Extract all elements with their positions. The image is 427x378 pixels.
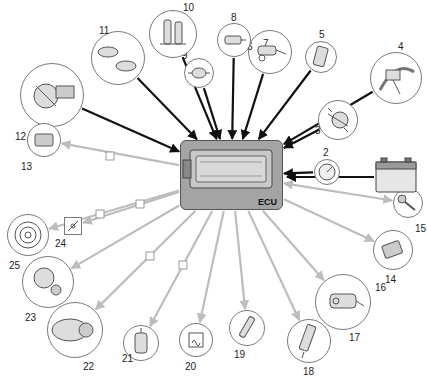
sensor-drawing [380,69,414,94]
output-arrow [62,143,179,165]
input-arrow [138,78,197,139]
part-circle: 4 [370,52,422,104]
unit-label: ECU [258,197,277,207]
part-circle: 3 [318,100,358,140]
ecu-box: ECU [180,140,283,210]
output-arrow [150,211,212,326]
callout-number: 5 [319,29,325,40]
relay-drawing [189,333,203,347]
callout-number: 24 [55,238,66,249]
part-circle: 20 [179,323,213,357]
callout-number: 13 [21,161,32,172]
output-arrow [263,211,324,280]
part-square: 24 [64,217,82,235]
part-circle: 25 [7,214,49,256]
sensor-drawing [188,68,210,78]
callout-number: 15 [415,223,426,234]
callout-number: 8 [231,12,237,23]
part-circle: 2 [314,159,340,185]
battery-drawing [376,158,416,192]
part-circle: 18 [287,319,331,363]
callout-number: 20 [185,361,196,372]
part-circle: 13 [27,123,61,157]
coil-drawing [15,222,41,248]
part-circle: 12 [20,63,84,127]
output-arrow [71,206,179,269]
relay-square [96,210,104,218]
callout-number: 11 [99,25,109,36]
sensor-drawing [328,108,348,132]
input-arrow [284,92,373,144]
part-circle: 9 [184,58,214,88]
relay-square [106,152,114,160]
input-arrow [243,74,263,139]
input-arrow [284,130,319,148]
callout-number: 18 [303,366,314,377]
actuator-drawing [35,134,53,146]
key-drawing [398,195,415,210]
relay-square [136,200,144,208]
input-arrow [259,71,311,140]
callout-number: 21 [122,353,133,364]
part-circle: 21 [123,325,159,361]
callout-number: 17 [349,332,360,343]
gauge-drawing [319,164,335,180]
callout-number: 4 [398,41,404,52]
part-circle: 1617 [315,274,371,330]
sensor-drawing [160,20,186,44]
output-arrow [83,192,179,223]
output-arrow [235,211,245,309]
callout-number: 14 [385,274,396,285]
callout-number: 7 [263,38,269,49]
output-arrow [284,183,392,200]
part-circle: 15 [393,188,423,218]
part-circle: 22 [47,302,103,358]
callout-number: 10 [183,2,194,13]
part-circle: 5 [305,41,337,73]
output-arrow [248,211,299,320]
callout-number: 25 [9,260,20,271]
compressor-drawing [52,319,93,341]
input-arrow [82,108,179,151]
relay-squares [96,152,187,269]
callout-number: 12 [15,131,26,142]
callout-number: 16 [375,282,386,293]
input-arrow [284,172,313,173]
part-circle: 67 [248,30,292,74]
output-arrow [284,199,374,241]
throttle-drawing [34,84,74,108]
part-circle: 11 [91,31,145,85]
callout-number: 2 [323,147,329,158]
callout-number: 3 [315,125,321,136]
sensor-drawing [313,46,329,67]
input-arrow [232,58,234,139]
sensor-drawing [98,47,136,71]
relay-square [179,261,187,269]
part-circle: 19 [229,310,265,346]
part-circle: 23 [22,256,74,308]
sensor-drawing [330,294,364,308]
sensor-drawing [225,36,246,44]
ecu-drawing [183,150,272,188]
callout-number: 22 [83,361,94,372]
callout-number: 23 [25,312,36,323]
part-circle: 8 [217,23,251,57]
spark-plug-drawing [239,316,255,338]
coil-drawing [135,328,147,353]
pump-drawing [34,268,61,295]
relay-square [146,252,154,260]
connector-drawing [381,240,402,258]
callout-number: 19 [234,349,245,360]
sensor-drawing [258,46,286,61]
part-circle: 10 [149,10,197,58]
injector-drawing [299,324,316,358]
valve-symbol [68,221,78,231]
part-circle: 14 [373,230,413,270]
input-arrow [183,57,217,139]
